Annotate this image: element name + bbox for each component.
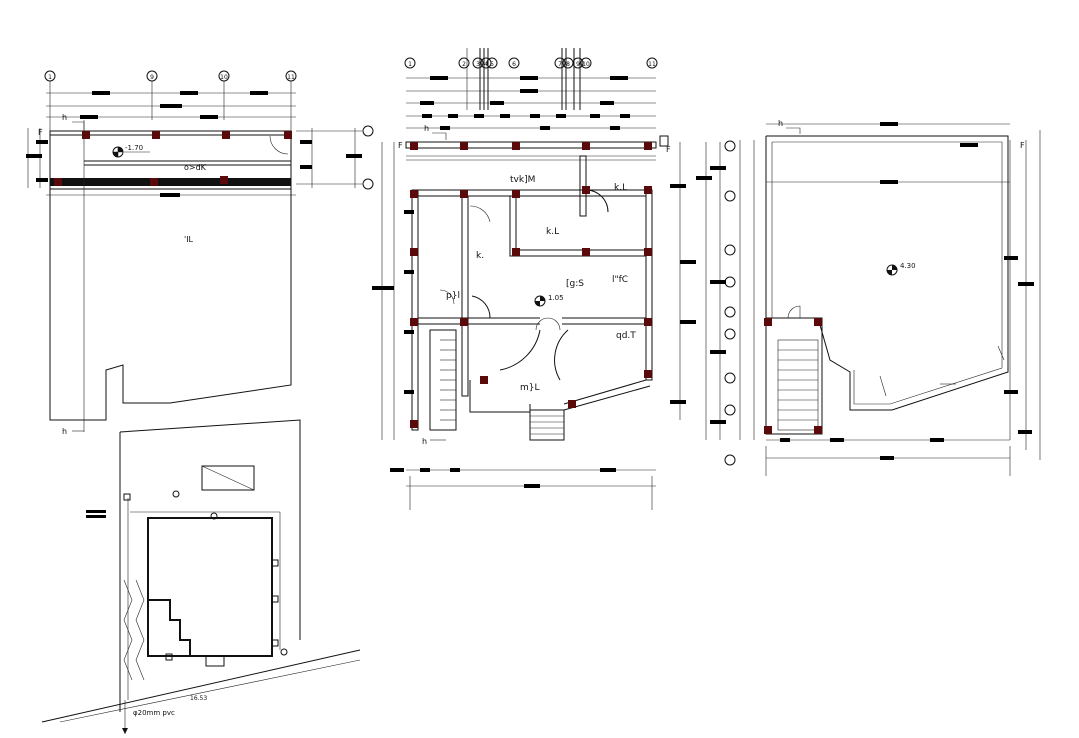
center-level-label: 1.05 [548, 294, 564, 302]
grid-bubble-label: 6 [512, 61, 516, 68]
right-outline [764, 135, 1009, 435]
center-room-labels: tvk]M k.L k.L k. [g:S l"fC p}l qd.T m}L [446, 175, 636, 393]
left-section-mark-bottom: h [62, 427, 67, 436]
center-floor-plan: 1 2 3 4 5 6 7 8 9 10 11 [372, 48, 736, 510]
right-floor-plan: 4.30 h F [739, 119, 1041, 476]
grid-bubble-label: 4 [484, 61, 488, 68]
left-side-dims [26, 125, 374, 190]
left-dimension-lines [46, 91, 296, 197]
room-label: tvk]M [510, 175, 535, 185]
grid-bubble-label: 9 [576, 61, 580, 68]
grid-bubble-label: 10 [220, 74, 228, 81]
center-section-marks: h h F F [398, 124, 671, 446]
grid-bubble-label: 9 [150, 74, 154, 81]
grid-bubble-label: 10 [582, 61, 590, 68]
room-label: m}L [520, 383, 540, 393]
left-level-label: -1.70 [125, 144, 143, 152]
center-dims-right [659, 135, 736, 466]
grid-bubble-label: 2 [462, 61, 466, 68]
right-level-marker: 4.30 [886, 262, 916, 276]
grid-bubble-label: 8 [566, 61, 570, 68]
left-room-label: o>dK [184, 163, 207, 172]
room-label: k.L [546, 227, 559, 237]
center-level-marker: 1.05 [534, 294, 564, 307]
room-label: l"fC [612, 275, 628, 285]
left-building-strip: -1.70 o>dK F h h [38, 113, 292, 436]
room-label: k. [476, 251, 484, 261]
center-section-mark-top: h [424, 124, 429, 133]
left-section-mark-top: h [62, 113, 67, 122]
left-area-label: 'IL [184, 235, 194, 244]
right-level-label: 4.30 [900, 262, 916, 270]
grid-bubble-label: 3 [476, 61, 480, 68]
room-label: qd.T [616, 331, 636, 341]
center-axis-label-left: F [398, 141, 403, 150]
left-plot-outline: 'IL [49, 189, 292, 421]
center-walls [405, 141, 657, 441]
right-section-mark: h [778, 119, 783, 128]
left-floor-plan: 1 9 10 11 [26, 70, 374, 436]
grid-bubble-label: 11 [648, 61, 656, 68]
center-grid-bubbles: 1 2 3 4 5 6 7 8 9 10 11 [404, 48, 658, 110]
center-dims-left [372, 142, 414, 440]
grid-bubble-label: 1 [408, 61, 412, 68]
left-axis-label: F [38, 128, 43, 137]
right-axis-label: F [1020, 141, 1025, 150]
center-columns [410, 142, 652, 428]
site-plan: φ20mm pvc 16.53 [41, 419, 361, 734]
grid-bubble-label: 7 [558, 61, 562, 68]
center-dimension-lines [406, 76, 656, 130]
center-axis-label-right: F [666, 145, 671, 154]
grid-bubble-label: 1 [48, 74, 52, 81]
right-dimension-lines [739, 122, 1041, 476]
room-label: [g:S [566, 279, 584, 289]
room-label: p}l [446, 291, 460, 301]
site-slope-label: 16.53 [190, 695, 207, 702]
grid-bubble-label: 11 [287, 74, 295, 81]
site-pipe-label: φ20mm pvc [133, 709, 175, 717]
grid-bubble-label: 5 [490, 61, 494, 68]
center-section-mark-bottom: h [422, 437, 427, 446]
room-label: k.L [614, 183, 627, 193]
center-dims-bottom [390, 468, 656, 510]
